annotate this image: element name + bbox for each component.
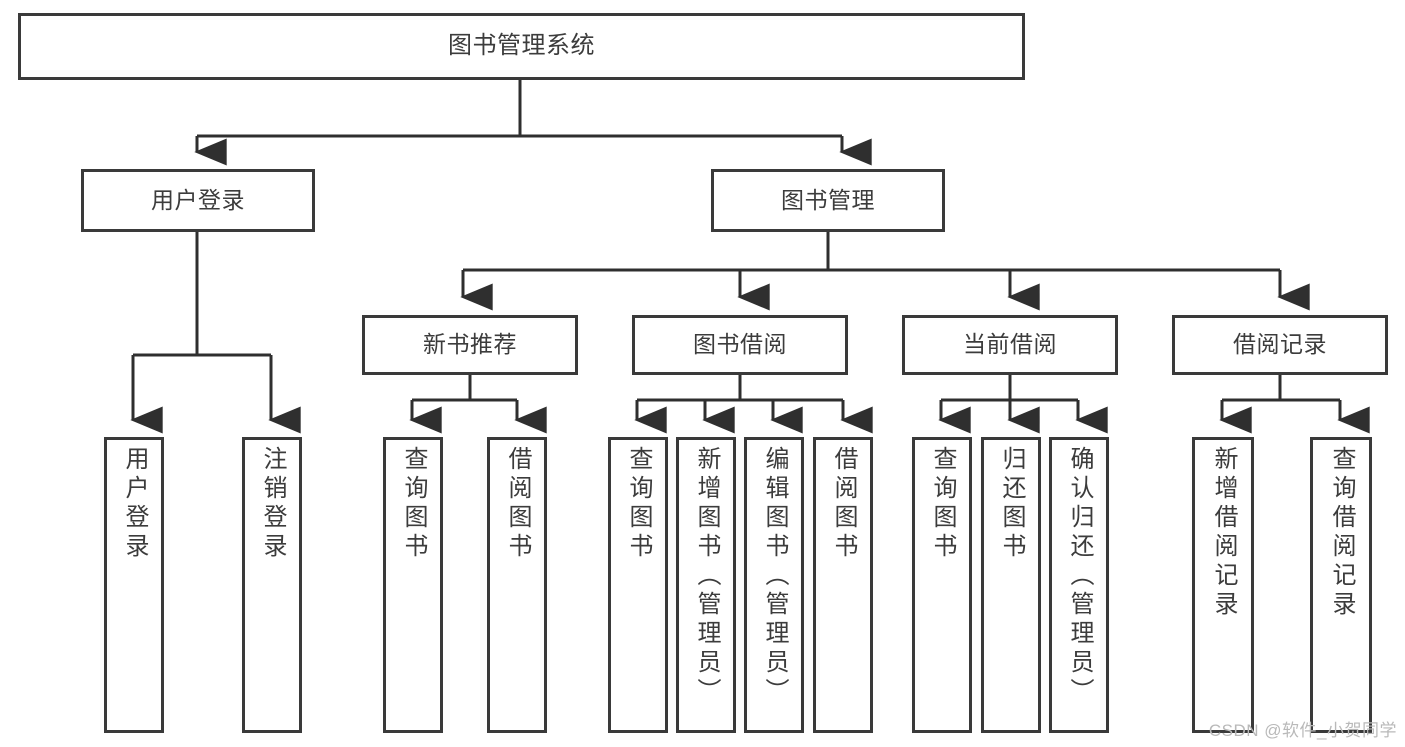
node-label: 查询借阅记录 — [1328, 446, 1355, 620]
leaf-node-return-books[interactable]: 归还图书 — [981, 437, 1041, 733]
node-label: 查询图书 — [929, 446, 956, 562]
leaf-node-user-login[interactable]: 用户登录 — [104, 437, 164, 733]
node-label: 确认归还（管理员） — [1066, 446, 1093, 707]
leaf-node-query-books-current[interactable]: 查询图书 — [912, 437, 972, 733]
leaf-node-query-borrow-record[interactable]: 查询借阅记录 — [1310, 437, 1372, 733]
node-new-book-recommendation[interactable]: 新书推荐 — [362, 315, 578, 375]
node-label: 注销登录 — [259, 446, 286, 562]
node-label: 查询图书 — [400, 446, 427, 562]
node-label: 图书管理系统 — [448, 32, 595, 60]
node-label: 新书推荐 — [423, 331, 517, 358]
leaf-node-edit-book-admin[interactable]: 编辑图书（管理员） — [744, 437, 804, 733]
leaf-node-add-borrow-record[interactable]: 新增借阅记录 — [1192, 437, 1254, 733]
node-label: 新增图书（管理员） — [693, 446, 720, 707]
node-label: 新增借阅记录 — [1210, 446, 1237, 620]
node-book-management[interactable]: 图书管理 — [711, 169, 945, 232]
leaf-node-logout[interactable]: 注销登录 — [242, 437, 302, 733]
leaf-node-borrow-books-borrowing[interactable]: 借阅图书 — [813, 437, 873, 733]
leaf-node-query-books-borrowing[interactable]: 查询图书 — [608, 437, 668, 733]
node-label: 归还图书 — [998, 446, 1025, 562]
node-label: 用户登录 — [121, 446, 148, 562]
node-label: 借阅图书 — [830, 446, 857, 562]
node-label: 图书管理 — [781, 186, 875, 213]
node-borrowing-records[interactable]: 借阅记录 — [1172, 315, 1388, 375]
node-user-login[interactable]: 用户登录 — [81, 169, 315, 232]
csdn-watermark: CSDN @软件_小贺同学 — [1208, 721, 1397, 740]
node-label: 借阅记录 — [1233, 331, 1327, 358]
node-current-borrowing[interactable]: 当前借阅 — [902, 315, 1118, 375]
leaf-node-confirm-return-admin[interactable]: 确认归还（管理员） — [1049, 437, 1109, 733]
leaf-node-borrow-books-recommendation[interactable]: 借阅图书 — [487, 437, 547, 733]
node-label: 当前借阅 — [963, 331, 1057, 358]
node-label: 编辑图书（管理员） — [761, 446, 788, 707]
node-label: 借阅图书 — [504, 446, 531, 562]
node-label: 查询图书 — [625, 446, 652, 562]
leaf-node-add-book-admin[interactable]: 新增图书（管理员） — [676, 437, 736, 733]
node-book-borrowing[interactable]: 图书借阅 — [632, 315, 848, 375]
node-root-book-management-system[interactable]: 图书管理系统 — [18, 13, 1025, 80]
node-label: 图书借阅 — [693, 331, 787, 358]
leaf-node-query-books-recommendation[interactable]: 查询图书 — [383, 437, 443, 733]
node-label: 用户登录 — [151, 186, 245, 213]
